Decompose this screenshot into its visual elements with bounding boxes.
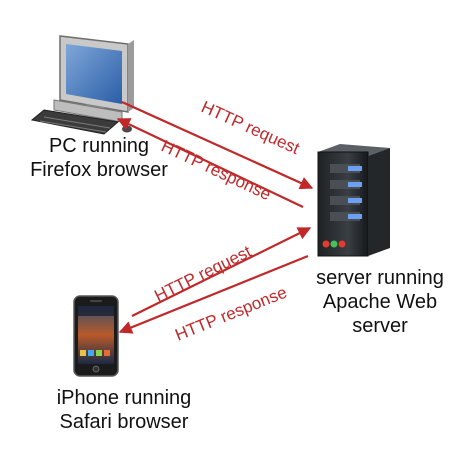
- tower-server-icon: [317, 144, 390, 257]
- server-label: server running Apache Web server: [290, 266, 470, 338]
- pc-label-line2: Firefox browser: [30, 159, 168, 181]
- iphone-http-request-label: HTTP request: [151, 242, 254, 306]
- pc-label-line1: PC running: [48, 135, 150, 157]
- led-green-icon: [330, 240, 338, 248]
- server-drive-bays: [330, 164, 362, 221]
- iphone-label-line2: Safari browser: [59, 411, 189, 433]
- iphone-http-request-arrow: HTTP request: [131, 227, 312, 317]
- iphone-label: iPhone running Safari browser: [34, 386, 214, 434]
- led-red-icon: [338, 240, 346, 248]
- server-label-line3: server: [352, 315, 408, 337]
- server-label-line1: server running: [316, 267, 444, 289]
- smartphone-icon: [73, 295, 119, 377]
- iphone-http-response-label: HTTP response: [172, 283, 289, 345]
- led-red-icon: [322, 240, 330, 248]
- pc-http-request-label: HTTP request: [198, 97, 302, 158]
- pc-label: PC running Firefox browser: [14, 134, 184, 182]
- iphone-label-line1: iPhone running: [56, 387, 192, 409]
- desktop-computer-icon: [30, 35, 134, 135]
- server-label-line2: Apache Web: [322, 291, 438, 313]
